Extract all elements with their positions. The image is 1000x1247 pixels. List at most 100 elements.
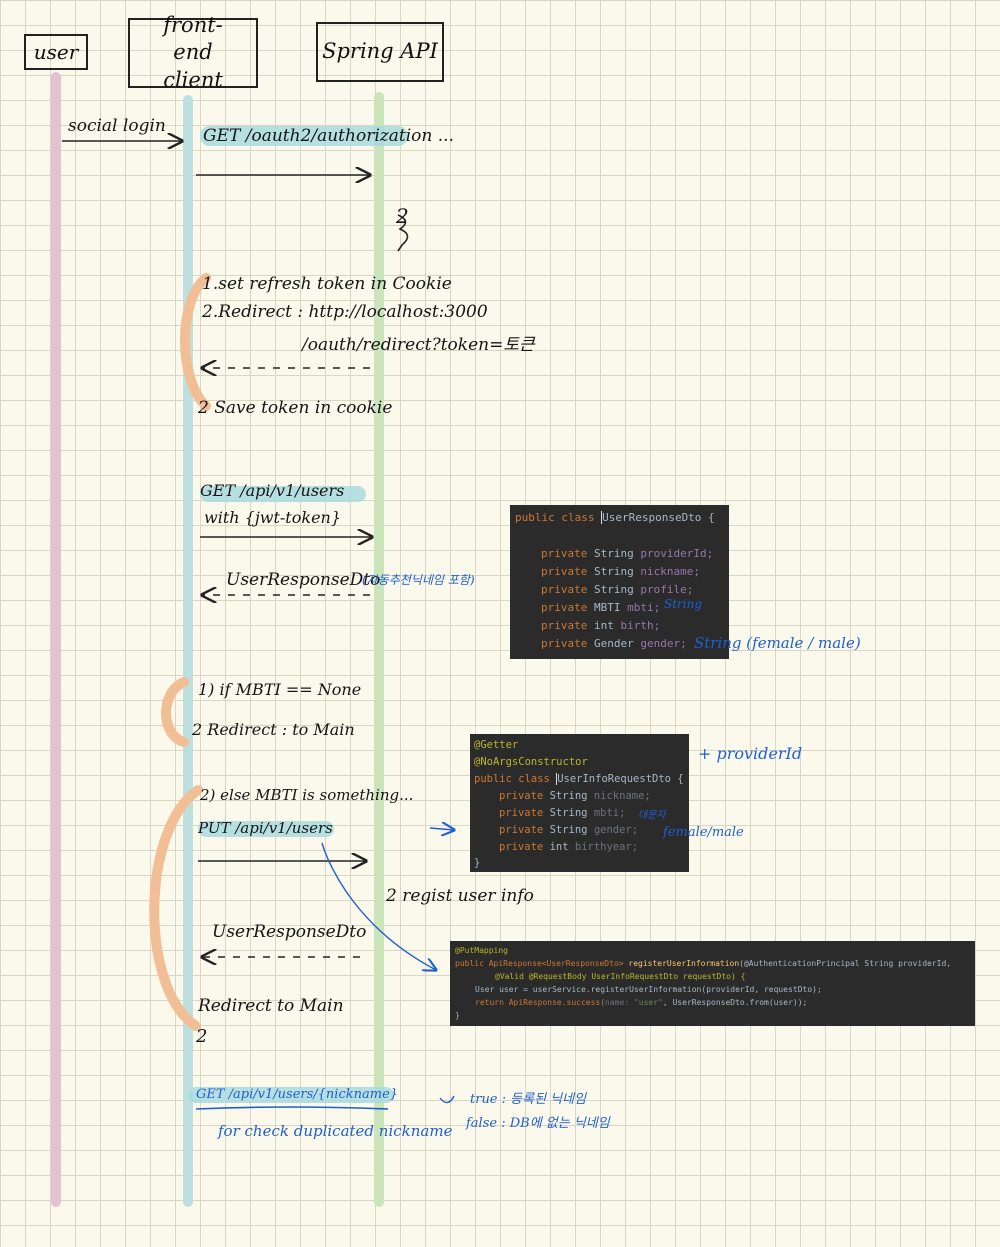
highlight-get-nickname [188, 1087, 394, 1103]
code3-ann: @PutMapping [455, 946, 508, 955]
code2-type: int [549, 841, 575, 853]
code1-header-post: { [701, 511, 715, 524]
note-else-mbti: 2) else MBTI is something... [200, 786, 414, 804]
code3-l3: User user = userService.registerUserInfo… [475, 985, 822, 994]
code1-field: birth; [620, 619, 661, 632]
underline-nickname [195, 1106, 389, 1110]
code1-type: String [593, 583, 641, 596]
user-lifeline [51, 72, 61, 1207]
code2-header-name: UserInfoRequestDto [556, 773, 671, 785]
code2-type: String [549, 790, 594, 802]
note-redirect-main: 2 Redirect : to Main [192, 720, 355, 739]
code-user-info-request-dto: @Getter @NoArgsConstructor public class … [470, 734, 689, 872]
code1-field: mbti; [627, 601, 661, 614]
note-redirect-1: 2.Redirect : http://localhost:3000 [202, 302, 488, 322]
code3-close: } [455, 1011, 460, 1020]
code2-close: } [474, 857, 481, 869]
code2-header-post: { [670, 773, 684, 785]
annotation-string-1: String [664, 597, 703, 611]
code1-field: profile; [640, 583, 694, 596]
blue-arrow-true-false [439, 1095, 455, 1104]
note-true: true : 등록된 닉네임 [470, 1092, 587, 1107]
code1-kw: private [541, 619, 594, 632]
highlight-get-users [200, 486, 366, 502]
code-user-response-dto: public class UserResponseDto { private S… [510, 505, 729, 659]
note-user-response: UserResponseDto [226, 570, 381, 590]
code3-l1-m: registerUserInformation [628, 959, 740, 968]
code2-ann1: @Getter [474, 739, 519, 751]
note-get-nickname: GET /api/v1/users/{nickname} [196, 1087, 399, 1102]
note-with-jwt: with {jwt-token} [204, 508, 342, 527]
squiggle-step [397, 214, 409, 252]
note-social-login: social login [68, 116, 166, 136]
participant-client: front-end client [128, 13, 258, 92]
code2-field: nickname; [593, 790, 651, 802]
code3-l2: @Valid @RequestBody UserInfoRequestDto r… [495, 972, 746, 981]
blue-curve-put-to-controller [321, 842, 436, 970]
code1-field: providerId; [640, 547, 714, 560]
code1-header-pre: public class [515, 511, 602, 524]
note-check-dup: for check duplicated nickname [218, 1122, 453, 1140]
code1-field: nickname; [640, 565, 700, 578]
orange-bracket-2 [161, 677, 189, 747]
code1-type: Gender [593, 637, 641, 650]
note-get-users: GET /api/v1/users [200, 481, 345, 500]
annotation-female-male: female/male [663, 825, 744, 840]
code1-type: String [593, 565, 641, 578]
api-lifeline [374, 92, 384, 1207]
code2-type: String [549, 824, 594, 836]
note-put-users: PUT /api/v1/users [198, 819, 333, 837]
code3-l4-s: "user" [633, 998, 663, 1007]
blue-arrow-put-to-dto [429, 828, 454, 830]
code3-l4-hint: name: [605, 998, 634, 1007]
code1-type: MBTI [593, 601, 628, 614]
code2-kw: private [499, 841, 550, 853]
code2-field: mbti; [593, 807, 626, 819]
code3-l1-b: (@AuthenticationPrincipal String provide… [739, 959, 952, 968]
note-if-mbti: 1) if MBTI == None [198, 680, 362, 699]
note-redirect-2: /oauth/redirect?token=토큰 [302, 335, 535, 355]
code3-l1-a: public ApiResponse<UserResponseDto> [455, 959, 629, 968]
note-user-response-2: UserResponseDto [212, 922, 367, 942]
highlight-get-auth [200, 126, 408, 146]
note-false: false : DB에 없는 닉네임 [466, 1116, 610, 1131]
participant-api: Spring API [316, 22, 444, 82]
code2-type: String [549, 807, 594, 819]
note-regist: 2 regist user info [386, 886, 534, 906]
code1-kw: private [541, 637, 594, 650]
code1-kw: private [541, 565, 594, 578]
code1-field: gender; [640, 637, 687, 650]
code2-kw: private [499, 790, 550, 802]
code1-kw: private [541, 583, 594, 596]
code2-header-pre: public class [474, 773, 557, 785]
code1-type: int [593, 619, 621, 632]
note-step-2b: 2 [196, 1026, 208, 1047]
code1-header-name: UserResponseDto [601, 511, 702, 524]
code2-field: birthyear; [574, 841, 639, 853]
code1-kw: private [541, 601, 594, 614]
client-lifeline [183, 95, 193, 1207]
annotation-provider-plus: + providerId [698, 744, 803, 763]
annotation-string-2: String (female / male) [694, 634, 861, 652]
note-step-num: 2 [396, 204, 409, 228]
note-save-token: 2 Save token in cookie [198, 398, 393, 418]
annotation-mbti-note: 대문자 [638, 810, 666, 821]
code-put-controller: @PutMapping public ApiResponse<UserRespo… [450, 941, 975, 1026]
code1-kw: private [541, 547, 594, 560]
orange-bracket-3 [149, 785, 203, 1031]
participant-user: user [24, 34, 88, 70]
code2-kw: private [499, 824, 550, 836]
note-get-auth: GET /oauth2/authorization ... [203, 126, 454, 146]
code2-ann2: @NoArgsConstructor [474, 756, 588, 768]
note-redirect-main-2: Redirect to Main [198, 996, 344, 1016]
highlight-put-users [198, 821, 334, 837]
note-user-response-detail: (자동추천닉네임 포함) [362, 573, 475, 587]
orange-bracket-1 [180, 273, 211, 411]
code3-l4-b: , UserResponseDto.from(user)); [662, 998, 808, 1007]
code2-field: gender; [593, 824, 639, 836]
code1-type: String [593, 547, 641, 560]
code3-l4-a: return ApiResponse.success( [475, 998, 606, 1007]
code2-kw: private [499, 807, 550, 819]
note-set-refresh: 1.set refresh token in Cookie [202, 274, 452, 294]
